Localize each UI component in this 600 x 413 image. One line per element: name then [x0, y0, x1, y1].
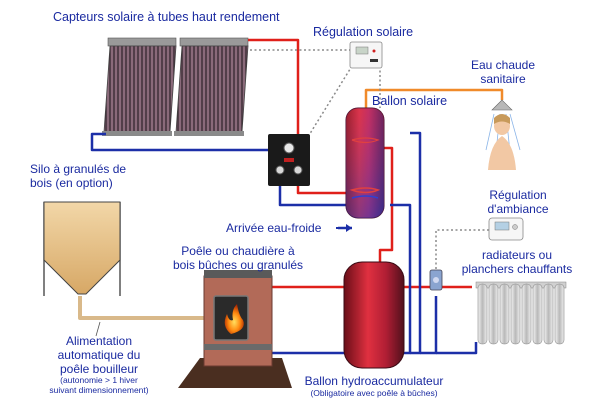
solar-pump-station: [268, 134, 310, 186]
room-regulation-label-line2: d'ambiance: [487, 201, 549, 216]
stove-label: Poêle ou chaudière à bois bûches ou gran…: [163, 244, 313, 273]
shower: [485, 99, 521, 170]
feed-label-line2: automatique du: [57, 347, 141, 362]
radiators-label: radiateurs ou planchers chauffants: [452, 248, 582, 277]
pipes: [78, 38, 504, 355]
silo-label-line1: Silo à granulés de: [30, 162, 127, 176]
radiators-label-line1: radiateurs ou: [481, 248, 553, 262]
feed-label: Alimentation automatique du poêle bouill…: [36, 334, 162, 396]
solar-regulation-box: [349, 41, 383, 69]
hot-water-label: Eau chaude sanitaire: [466, 58, 540, 87]
solar-hot-pipe: [248, 38, 300, 150]
main-return-pipe: [272, 203, 412, 355]
feed-note-line1: (autonomie > 1 hiver: [60, 375, 138, 386]
buffer-tank: [343, 261, 405, 369]
room-thermostat: [488, 217, 524, 241]
pellet-silo: [43, 201, 121, 296]
cold-water-label: Arrivée eau-froide: [226, 221, 322, 235]
feed-label-line3: poêle bouilleur: [59, 361, 139, 376]
solar-return-pipe: [90, 132, 272, 152]
solar-collectors: [102, 37, 249, 136]
feed-label-pointer: [95, 321, 101, 337]
hot-water-label-line1: Eau chaude: [470, 58, 536, 72]
control-wiring: [250, 49, 489, 270]
buffer-note: (Obligatoire avec poêle à bûches): [310, 387, 438, 398]
solar-tank: [345, 107, 385, 219]
feed-note-line2: suivant dimensionnement): [49, 385, 149, 396]
silo-label-line2: bois (en option): [30, 175, 113, 190]
pellet-feed-pipe: [78, 296, 206, 320]
hot-water-pipe: [364, 88, 504, 108]
solar-regulation-label: Régulation solaire: [313, 25, 414, 39]
feed-label-line1: Alimentation: [65, 334, 133, 348]
wood-stove: [178, 270, 292, 388]
buffer-tank-label-line1: Ballon hydroaccumulateur: [304, 374, 444, 388]
hot-water-label-line2: sanitaire: [480, 71, 526, 86]
radiators-label-line2: planchers chauffants: [461, 261, 573, 276]
buffer-tank-label: Ballon hydroaccumulateur (Obligatoire av…: [290, 374, 458, 399]
three-way-valve: [429, 269, 443, 291]
solar-tank-label: Ballon solaire: [372, 94, 448, 108]
stove-label-line1: Poêle ou chaudière à: [181, 244, 295, 258]
silo-label: Silo à granulés de bois (en option): [30, 162, 127, 191]
radiator-return-pipe: [420, 296, 438, 355]
stove-label-line2: bois bûches ou granulés: [172, 257, 304, 272]
radiator: [475, 281, 567, 345]
collectors-label: Capteurs solaire à tubes haut rendement: [53, 10, 280, 24]
room-regulation-label-line1: Régulation: [489, 188, 547, 202]
room-regulation-label: Régulation d'ambiance: [476, 188, 560, 217]
